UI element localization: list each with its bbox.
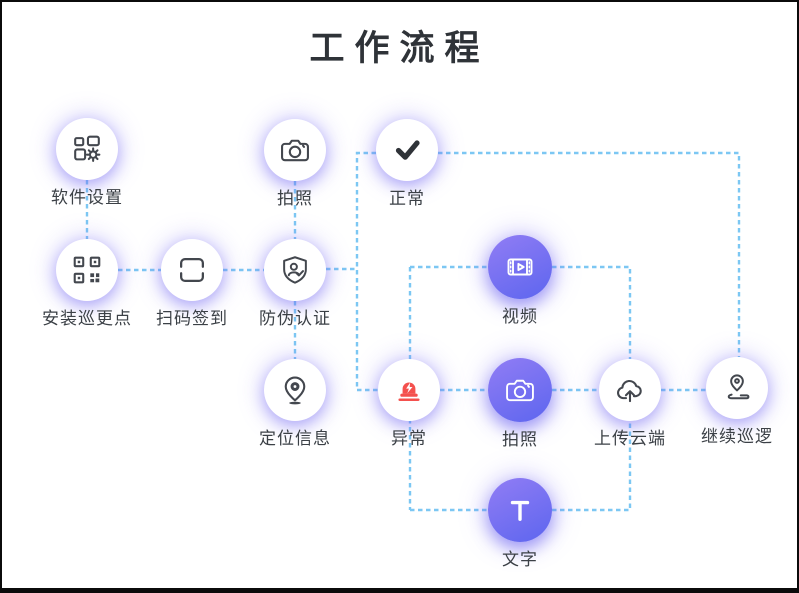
connector-normal-patrol (438, 151, 741, 357)
node-anti-counterfeit-auth: 防伪认证 (225, 239, 365, 330)
node-label: 安装巡更点 (42, 309, 132, 328)
node-photo-capture-bottom: 拍照 (450, 358, 590, 451)
node-circle (56, 239, 118, 301)
connector-junction-normal-abnormal (355, 151, 378, 392)
node-circle (161, 239, 223, 301)
node-label: 文字 (502, 550, 538, 569)
camera-icon (281, 139, 309, 162)
node-install-checkpoint: 安装巡更点 (17, 239, 157, 330)
node-label: 继续巡逻 (701, 427, 773, 446)
text-icon (510, 500, 530, 521)
node-circle (599, 359, 661, 421)
node-location-info: 定位信息 (225, 359, 365, 450)
shield-user-icon (283, 256, 307, 284)
app-settings-icon (74, 135, 101, 162)
node-label: 上传云端 (594, 429, 666, 448)
node-upload-cloud: 上传云端 (560, 359, 700, 450)
cloud-upload-icon (617, 379, 642, 403)
node-video: 视频 (450, 235, 590, 328)
node-label: 异常 (391, 429, 427, 448)
page-title: 工作流程 (309, 29, 490, 68)
node-circle (264, 359, 326, 421)
node-circle (56, 118, 118, 180)
node-circle (488, 235, 552, 299)
node-label: 防伪认证 (259, 309, 331, 328)
node-label: 定位信息 (259, 429, 331, 448)
node-circle (378, 359, 440, 421)
node-circle (264, 119, 326, 181)
alarm-icon (398, 382, 420, 401)
node-label: 正常 (389, 189, 425, 208)
node-normal: 正常 (337, 119, 477, 210)
node-label: 拍照 (502, 430, 538, 449)
node-label: 视频 (502, 307, 538, 326)
node-label: 拍照 (277, 189, 313, 208)
node-circle (488, 478, 552, 542)
film-icon (507, 258, 533, 276)
qr-code-icon (73, 256, 101, 284)
node-circle (706, 357, 768, 419)
node-abnormal: 异常 (339, 359, 479, 450)
node-circle (488, 358, 552, 422)
node-scan-sign-in: 扫码签到 (122, 239, 262, 330)
connector-text-cloud (552, 422, 632, 512)
node-circle (376, 119, 438, 181)
patrol-pin-icon (727, 374, 750, 400)
node-label: 软件设置 (51, 188, 123, 207)
node-circle (264, 239, 326, 301)
node-photo-capture-top: 拍照 (225, 119, 365, 210)
node-label: 扫码签到 (156, 309, 228, 328)
scan-frame-icon (180, 258, 204, 282)
map-pin-icon (284, 376, 306, 405)
check-icon (395, 140, 420, 160)
node-software-settings: 软件设置 (17, 118, 157, 209)
node-continue-patrol: 继续巡逻 (667, 357, 797, 448)
node-text: 文字 (450, 478, 590, 571)
connector-video-cloud (552, 265, 632, 359)
camera-icon (506, 379, 534, 402)
